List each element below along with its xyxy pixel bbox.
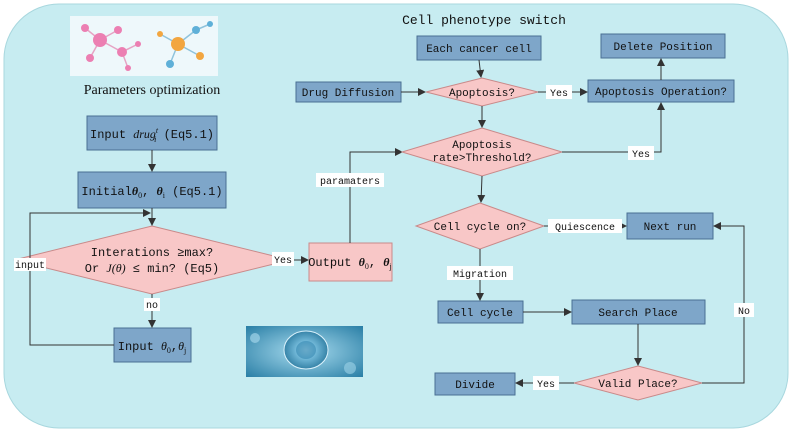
each-cancer-cell-box xyxy=(416,35,542,61)
cell-cycle-text: Cell cycle xyxy=(447,308,513,320)
left-connectors xyxy=(29,148,403,346)
quiescence-label-bg xyxy=(548,219,622,233)
decision-line1: Interations ≥max? xyxy=(91,246,213,260)
delete-position-box xyxy=(600,33,726,59)
next-run-text: Next run xyxy=(644,222,697,234)
yes-divide-label-bg xyxy=(533,376,559,390)
decision-line2: Or J(θ) ≤ min? (Eq5) xyxy=(85,261,219,276)
yes-rate-label-bg xyxy=(628,146,654,160)
no-right-label-bg xyxy=(734,303,754,317)
valid-place-decision xyxy=(572,365,704,401)
next-run-box xyxy=(626,212,714,240)
label-no: no xyxy=(146,301,158,312)
label-yes-divide: Yes xyxy=(537,380,555,391)
apoptosis-operation-text: Apoptosis Operation? xyxy=(595,87,727,99)
yes-apoptosis-label-bg xyxy=(546,85,572,99)
label-quiescence: Quiescence xyxy=(555,222,615,234)
label-paramaters: paramaters xyxy=(320,177,380,188)
input-theta-text: Input θ0,θj xyxy=(118,339,186,355)
apoptosis-q-text: Apoptosis? xyxy=(449,88,515,100)
label-yes-output: Yes xyxy=(274,256,292,267)
right-title: Cell phenotype switch xyxy=(402,13,566,28)
each-cancer-cell-text: Each cancer cell xyxy=(426,44,532,56)
divide-text: Divide xyxy=(455,380,495,392)
label-yes-apoptosis: Yes xyxy=(550,89,568,100)
label-migration: Migration xyxy=(453,269,507,281)
valid-place-text: Valid Place? xyxy=(598,379,677,391)
initial-box xyxy=(77,171,227,209)
label-no-right: No xyxy=(738,307,750,318)
cell-microscopy-image xyxy=(246,326,363,377)
output-text: Output θ0, θj xyxy=(308,255,392,271)
input-label-bg xyxy=(14,258,46,271)
delete-position-text: Delete Position xyxy=(613,42,712,54)
molecule-network-image xyxy=(70,16,218,76)
label-yes-rate: Yes xyxy=(632,150,650,161)
yes-label-bg xyxy=(272,252,294,266)
label-input: input xyxy=(15,260,45,272)
migration-label-bg xyxy=(447,266,513,280)
search-place-box xyxy=(571,299,706,325)
apoptosis-rate-line2: rate>Threshold? xyxy=(432,153,531,165)
initial-text: Initialθ0, θi (Eq5.1) xyxy=(81,184,222,200)
input-theta-box xyxy=(113,327,192,363)
search-place-text: Search Place xyxy=(598,308,677,320)
no-label-bg xyxy=(144,298,160,311)
apoptosis-rate-line1: Apoptosis xyxy=(452,140,511,152)
left-title: Parameters optimization xyxy=(84,83,220,98)
cell-cycle-on-text: Cell cycle on? xyxy=(434,222,526,234)
drug-diffusion-text: Drug Diffusion xyxy=(302,88,394,100)
paramaters-label-bg xyxy=(316,173,384,187)
input-drug-box xyxy=(86,115,218,151)
